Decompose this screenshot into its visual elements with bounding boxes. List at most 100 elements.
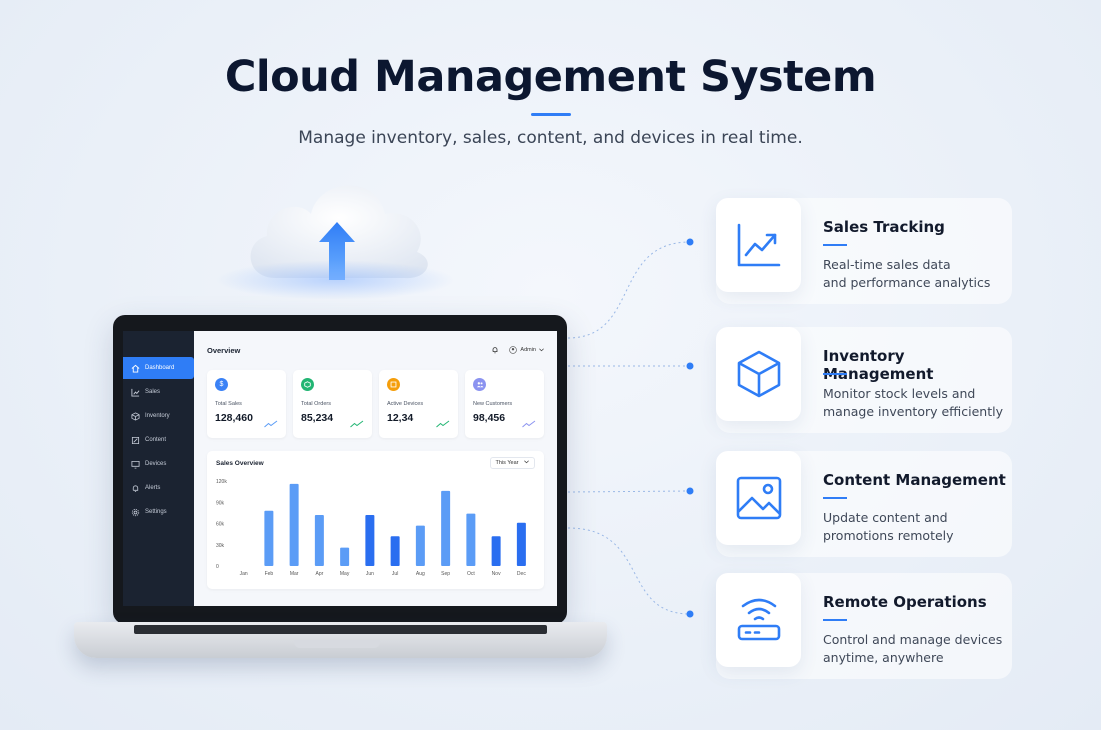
x-tick-label: Sep [441, 571, 450, 577]
sidebar-item-label: Alerts [145, 485, 161, 491]
sidebar-item-label: Sales [145, 389, 161, 395]
sidebar-item-dashboard[interactable]: Dashboard [123, 357, 194, 379]
bar-feb[interactable] [264, 510, 274, 566]
trend-chart-icon [737, 223, 780, 267]
kpi-card[interactable]: Active Devices 12,34 [379, 370, 458, 438]
sidebar-item-settings[interactable]: Settings [123, 501, 194, 523]
cloud-glow [215, 260, 455, 300]
trend-up-icon [436, 420, 450, 428]
box-icon [131, 411, 140, 421]
sidebar-item-label: Content [145, 437, 167, 443]
feature-card-remote-operations: Remote Operations Control and manage dev… [716, 573, 1012, 679]
sidebar-item-alerts[interactable]: Alerts [123, 477, 194, 499]
feature-desc-line: Monitor stock levels and [823, 386, 976, 401]
kpi-label: Total Sales [215, 401, 242, 407]
gear-icon [131, 508, 140, 516]
dollar-icon: $ [215, 378, 228, 391]
kpi-label: New Customers [473, 401, 513, 407]
x-tick-label: Mar [290, 571, 299, 577]
kpi-value: 98,456 [473, 412, 506, 424]
feature-icon-box [716, 198, 801, 292]
kpi-label: Active Devices [387, 401, 424, 407]
feature-desc-line: anytime, anywhere [823, 650, 944, 665]
feature-underline [823, 244, 847, 246]
feature-desc-line: manage inventory efficiently [823, 404, 1003, 419]
kpi-value: 12,34 [387, 412, 414, 424]
feature-icon-box [716, 451, 801, 545]
bar-apr[interactable] [314, 515, 324, 566]
sidebar-item-label: Inventory [145, 413, 170, 419]
kpi-card[interactable]: Total Orders 85,234 [293, 370, 372, 438]
sidebar-item-inventory[interactable]: Inventory [123, 405, 194, 427]
sidebar-item-content[interactable]: Content [123, 429, 194, 451]
chevron-down-icon [524, 460, 529, 464]
feature-title: Remote Operations [823, 593, 987, 611]
feature-title: Sales Tracking [823, 218, 945, 236]
y-tick-label: 0 [216, 564, 219, 570]
bar-aug[interactable] [415, 525, 425, 566]
feature-card-sales-tracking: Sales Tracking Real-time sales data and … [716, 198, 1012, 304]
y-tick-label: 120k [216, 479, 227, 485]
sidebar-item-devices[interactable]: Devices [123, 453, 194, 475]
feature-desc-line: promotions remotely [823, 528, 954, 543]
feature-underline [823, 619, 847, 621]
page-title: Overview [207, 345, 241, 355]
chevron-down-icon [539, 348, 544, 352]
kpi-card[interactable]: $ Total Sales 128,460 [207, 370, 286, 438]
bar-dec[interactable] [516, 522, 526, 566]
cube-icon [301, 378, 314, 391]
kpi-card[interactable]: New Customers 98,456 [465, 370, 544, 438]
y-tick-label: 60k [216, 522, 225, 528]
laptop-base [74, 622, 607, 658]
y-tick-label: 30k [216, 543, 225, 549]
avatar-icon [509, 346, 518, 354]
kpi-row: $ Total Sales 128,460 Total Orders 85,23… [207, 370, 544, 438]
feature-title: Content Management [823, 471, 1006, 489]
feature-underline [823, 497, 847, 499]
bar-nov[interactable] [491, 536, 501, 566]
sidebar-item-sales[interactable]: Sales [123, 381, 194, 403]
home-icon [131, 364, 140, 373]
bar-sep[interactable] [441, 490, 451, 566]
title-underline [531, 113, 571, 116]
x-tick-label: May [340, 571, 350, 577]
feature-underline [823, 373, 847, 375]
dashboard-main: Overview Admin $ Total Sales 128,460 [194, 331, 557, 606]
feature-desc-line: Real-time sales data [823, 257, 951, 272]
user-menu[interactable]: Admin [509, 346, 544, 354]
kpi-value: 128,460 [215, 412, 253, 424]
cloud-upload-illustration [205, 160, 465, 310]
x-tick-label: Nov [492, 571, 501, 577]
bell-icon[interactable] [491, 346, 499, 354]
laptop-keyboard [134, 625, 547, 634]
x-tick-label: Apr [315, 571, 323, 577]
feature-title: Inventory Management [823, 347, 934, 383]
feature-card-inventory-management: Inventory Management Monitor stock level… [716, 327, 1012, 433]
bar-oct[interactable] [466, 513, 476, 566]
dashboard-header: Overview Admin [207, 343, 544, 357]
bar-jul[interactable] [390, 536, 400, 566]
x-tick-label: Oct [467, 571, 475, 577]
image-icon [736, 476, 781, 520]
bar-may[interactable] [340, 547, 350, 566]
laptop-screen: Dashboard Sales Inventory Content Device… [113, 315, 567, 624]
x-tick-label: Jun [366, 571, 374, 577]
users-icon [473, 378, 486, 391]
chart-title: Sales Overview [216, 460, 264, 467]
feature-description: Update content and promotions remotely [823, 509, 1008, 545]
chart-range-select[interactable]: This Year [489, 457, 535, 469]
cube-outline-icon [737, 350, 780, 398]
sidebar-item-label: Dashboard [145, 365, 175, 371]
kpi-label: Total Orders [301, 401, 331, 407]
feature-icon-box [716, 573, 801, 667]
hero-subtitle: Manage inventory, sales, content, and de… [298, 128, 803, 148]
x-tick-label: Jul [392, 571, 398, 577]
feature-desc-line: and performance analytics [823, 275, 991, 290]
sidebar: Dashboard Sales Inventory Content Device… [123, 331, 194, 606]
feature-description: Real-time sales data and performance ana… [823, 256, 1008, 292]
feature-desc-line: Update content and [823, 510, 948, 525]
router-wifi-icon [737, 598, 780, 641]
bar-mar[interactable] [289, 483, 299, 566]
bar-jun[interactable] [365, 515, 375, 566]
